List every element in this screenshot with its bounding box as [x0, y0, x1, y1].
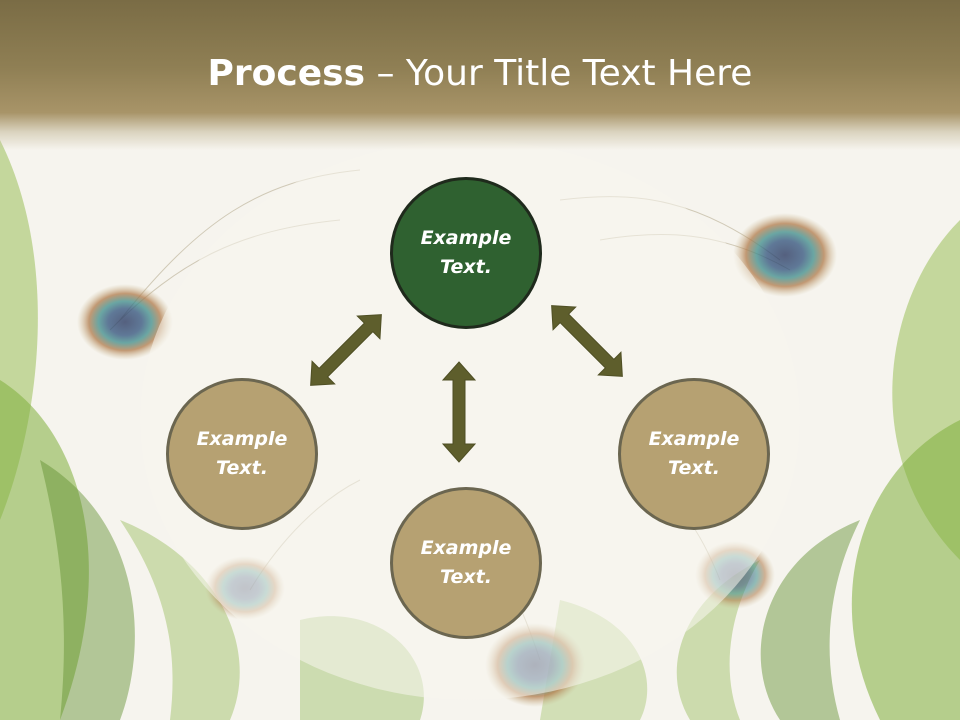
- node-right-label: Example Text.: [648, 428, 740, 479]
- process-node-left: Example Text.: [166, 378, 318, 530]
- title-rest: – Your Title Text Here: [365, 53, 753, 94]
- arrow-top-right: [551, 305, 623, 377]
- node-top-label: Example Text.: [420, 227, 512, 278]
- process-node-bottom: Example Text.: [390, 487, 542, 639]
- arrow-vertical: [441, 361, 477, 463]
- title-bar: [0, 0, 960, 150]
- process-node-top: Example Text.: [390, 177, 542, 329]
- node-left-label: Example Text.: [196, 428, 288, 479]
- process-node-right: Example Text.: [618, 378, 770, 530]
- node-bottom-label: Example Text.: [420, 537, 512, 588]
- title-bold: Process: [207, 53, 366, 94]
- slide-title: Process – Your Title Text Here: [0, 52, 960, 96]
- arrow-top-left: [310, 314, 382, 386]
